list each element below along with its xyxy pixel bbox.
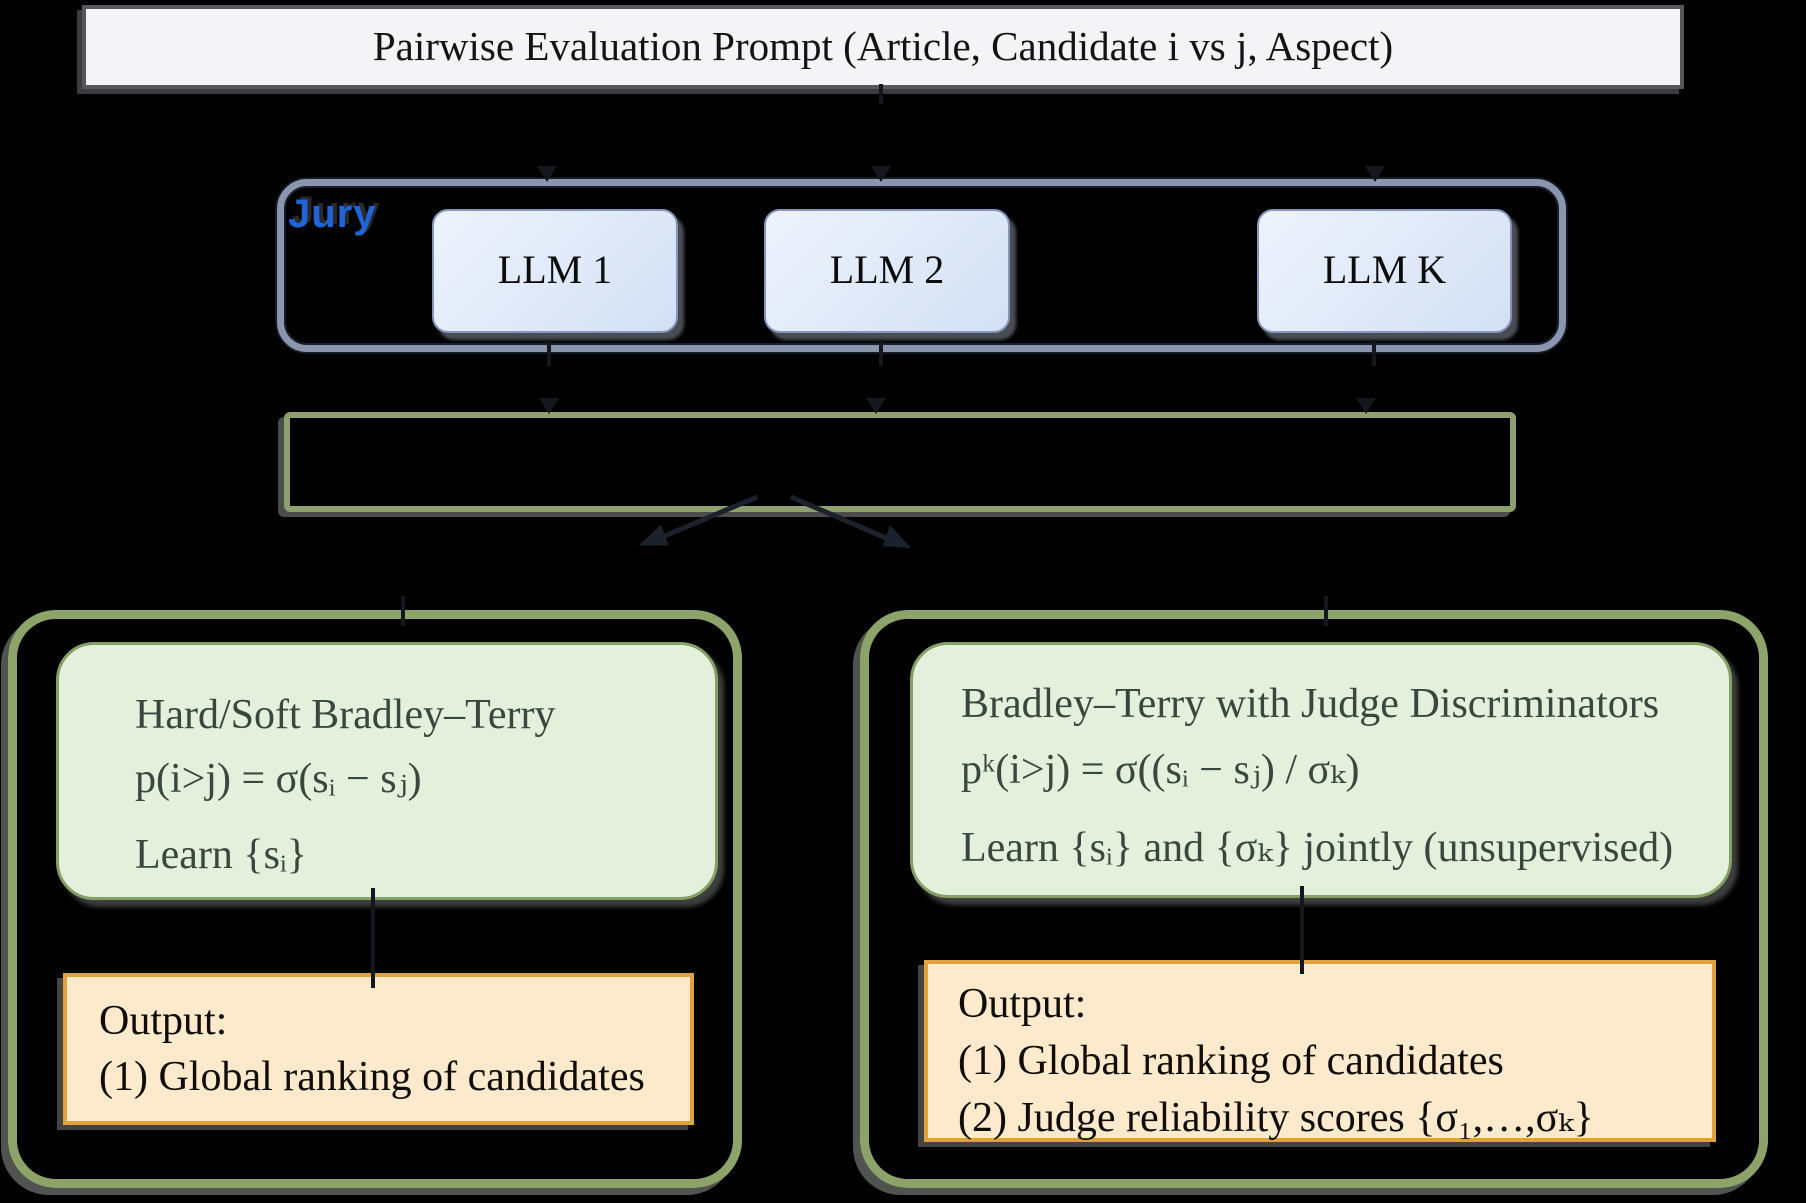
right-model-title: Bradley–Terry with Judge Discriminators bbox=[961, 681, 1660, 727]
output-line: Output: bbox=[958, 981, 1087, 1027]
jury-container bbox=[277, 179, 1566, 352]
output-line: (2) Judge reliability scores {σ₁,…,σₖ} bbox=[958, 1095, 1594, 1141]
prompt-box: Pairwise Evaluation Prompt (Article, Can… bbox=[82, 5, 1684, 89]
llm-1-box: LLM 1 bbox=[432, 209, 678, 333]
aggregation-box bbox=[284, 412, 1516, 512]
left-output-box: Output: (1) Global ranking of candidates bbox=[63, 973, 694, 1125]
left-branch-panel bbox=[8, 610, 742, 1188]
connector-tick bbox=[879, 340, 883, 366]
connector-tick bbox=[371, 888, 375, 988]
output-line: Output: bbox=[99, 998, 228, 1044]
llm-2-box: LLM 2 bbox=[764, 209, 1010, 333]
connector-tick bbox=[1372, 340, 1376, 366]
output-line: (1) Global ranking of candidates bbox=[99, 1054, 645, 1100]
right-model-learn: Learn {sᵢ} and {σₖ} jointly (unsupervise… bbox=[961, 825, 1674, 871]
connector-tick bbox=[879, 84, 883, 104]
arrowhead-icon bbox=[537, 166, 557, 182]
connector-tick bbox=[1300, 886, 1304, 974]
arrowhead-icon bbox=[1365, 166, 1385, 182]
right-model-box: Bradley–Terry with Judge Discriminators … bbox=[910, 642, 1732, 898]
right-model-formula: pᵏ(i>j) = σ((sᵢ − sⱼ) / σₖ) bbox=[961, 747, 1360, 793]
jury-label: Jury bbox=[288, 192, 377, 236]
output-line: (1) Global ranking of candidates bbox=[958, 1038, 1504, 1084]
connector-tick bbox=[1324, 596, 1328, 626]
arrowhead-icon bbox=[871, 166, 891, 182]
connector-tick bbox=[547, 340, 551, 366]
arrowhead-icon bbox=[866, 398, 886, 414]
connector-tick bbox=[401, 596, 405, 626]
left-model-learn: Learn {sᵢ} bbox=[135, 832, 307, 878]
right-branch-panel bbox=[860, 610, 1768, 1188]
left-model-title: Hard/Soft Bradley–Terry bbox=[135, 692, 556, 738]
llm-k-box: LLM K bbox=[1257, 209, 1512, 333]
arrowhead-icon bbox=[1356, 398, 1376, 414]
arrowhead-icon bbox=[539, 398, 559, 414]
right-output-box: Output: (1) Global ranking of candidates… bbox=[924, 960, 1716, 1142]
left-model-formula: p(i>j) = σ(sᵢ − sⱼ) bbox=[135, 756, 422, 802]
left-model-box: Hard/Soft Bradley–Terry p(i>j) = σ(sᵢ − … bbox=[56, 642, 718, 900]
